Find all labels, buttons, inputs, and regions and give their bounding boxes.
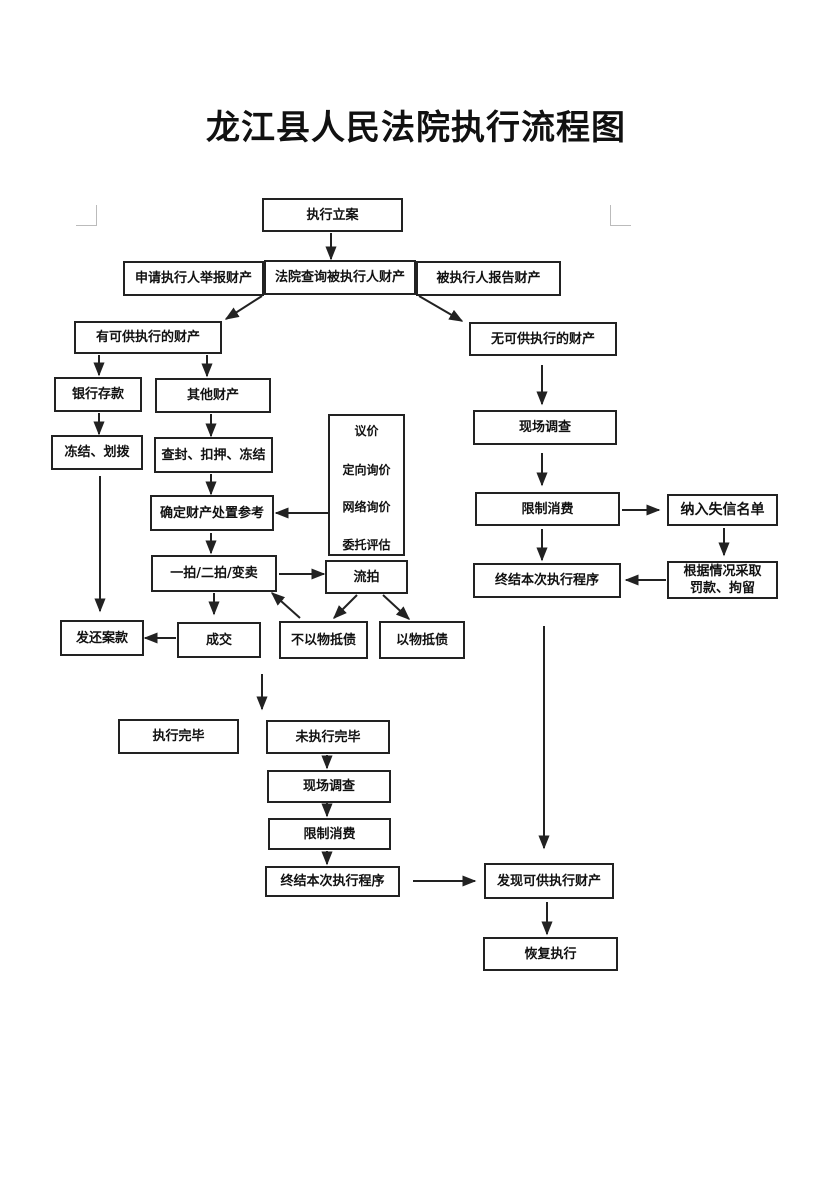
margin-mark-left <box>76 205 97 226</box>
node-fayuan: 法院查询被执行人财产 <box>264 260 416 295</box>
node-shenqing: 申请执行人举报财产 <box>123 261 264 296</box>
node-buyiwu: 不以物抵债 <box>279 621 368 659</box>
node-youcaichan: 有可供执行的财产 <box>74 321 222 354</box>
node-yiwu: 以物抵债 <box>379 621 465 659</box>
node-weiwanbi: 未执行完毕 <box>266 720 390 754</box>
node-liupai: 流拍 <box>325 560 408 594</box>
node-zhongjie1: 终结本次执行程序 <box>473 563 621 598</box>
node-chengjiao: 成交 <box>177 622 261 658</box>
arrow-fayuan-wucaichan <box>418 295 464 322</box>
node-huifu: 恢复执行 <box>483 937 618 971</box>
node-dongjie-huabo: 冻结、划拨 <box>51 435 143 470</box>
node-queding: 确定财产处置参考 <box>150 495 274 531</box>
arrow-liupai-paimai <box>270 592 301 619</box>
node-lian: 执行立案 <box>262 198 403 232</box>
arrow-fayuan-youcaichan <box>224 295 263 320</box>
node-xianchang1: 现场调查 <box>473 410 617 445</box>
node-yinhang: 银行存款 <box>54 377 142 412</box>
node-zhongjie2: 终结本次执行程序 <box>265 866 400 897</box>
valuation-dingxiang: 定向询价 <box>342 463 391 477</box>
node-xianchang2: 现场调查 <box>267 770 391 803</box>
node-shixin: 纳入失信名单 <box>667 494 778 526</box>
node-qita: 其他财产 <box>155 378 271 413</box>
node-genju: 根据情况采取 罚款、拘留 <box>667 561 778 599</box>
node-xianzhi2: 限制消费 <box>268 818 391 850</box>
node-wucaichan: 无可供执行的财产 <box>469 322 617 356</box>
node-beizhixing: 被执行人报告财产 <box>416 261 561 296</box>
page-title: 龙江县人民法院执行流程图 <box>206 108 626 148</box>
arrow-liupai-buyiwu <box>333 594 358 619</box>
valuation-wangluo: 网络询价 <box>342 500 391 514</box>
node-faxian: 发现可供执行财产 <box>484 863 614 899</box>
arrow-liupai-yiwu <box>382 594 411 620</box>
valuation-methods-box: 议价 定向询价 网络询价 委托评估 <box>328 414 405 556</box>
node-fahuan: 发还案款 <box>60 620 144 656</box>
margin-mark-right <box>610 205 631 226</box>
node-xianzhi1: 限制消费 <box>475 492 620 526</box>
valuation-weituo: 委托评估 <box>342 538 391 552</box>
node-wanbi: 执行完毕 <box>118 719 239 754</box>
node-chafeng: 查封、扣押、冻结 <box>154 437 273 473</box>
node-paimai: 一拍/二拍/变卖 <box>151 555 277 592</box>
valuation-yijia: 议价 <box>354 424 379 438</box>
